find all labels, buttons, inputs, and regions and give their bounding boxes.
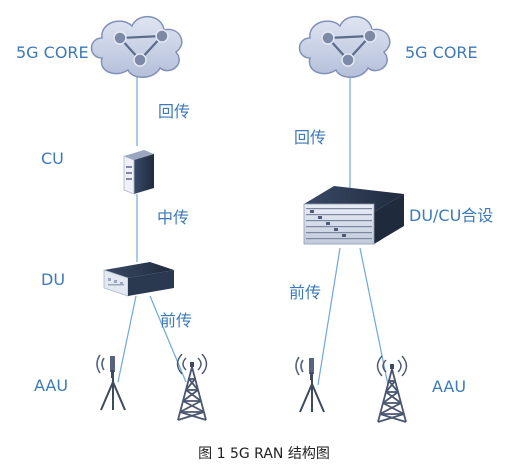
du-label: DU: [41, 270, 66, 289]
ducu-label: DU/CU合设: [409, 206, 494, 225]
left-aau-label: AAU: [34, 376, 69, 395]
cloud-router-icon: [90, 15, 183, 79]
left-core-label: 5G CORE: [16, 43, 89, 62]
antenna-tripod-icon: [295, 356, 325, 413]
left-midhaul-label: 中传: [157, 208, 190, 227]
right-fronthaul-link-tripod: [317, 247, 341, 386]
cu-label: CU: [41, 149, 64, 168]
right-fronthaul-link-tower: [359, 247, 389, 386]
figure-caption: 图 1 5G RAN 结构图: [198, 446, 330, 462]
right-core-label: 5G CORE: [405, 43, 478, 62]
left-fronthaul-link-tower: [149, 295, 187, 383]
right-backhaul-label: 回传: [294, 128, 327, 147]
tower-icon: [176, 353, 208, 421]
right-aau-label: AAU: [432, 377, 467, 396]
link-lines: [117, 70, 389, 386]
bbu-chassis-icon: [303, 186, 404, 245]
tower-icon: [376, 355, 408, 423]
right-fronthaul-label: 前传: [289, 283, 322, 302]
cloud-router-icon: [298, 15, 391, 79]
du-chassis-icon: [103, 262, 174, 297]
left-fronthaul-link-tripod: [117, 295, 137, 383]
server-icon: [123, 150, 154, 195]
left-backhaul-label: 回传: [158, 102, 191, 121]
left-fronthaul-label: 前传: [160, 311, 193, 330]
antenna-tripod-icon: [96, 354, 126, 411]
